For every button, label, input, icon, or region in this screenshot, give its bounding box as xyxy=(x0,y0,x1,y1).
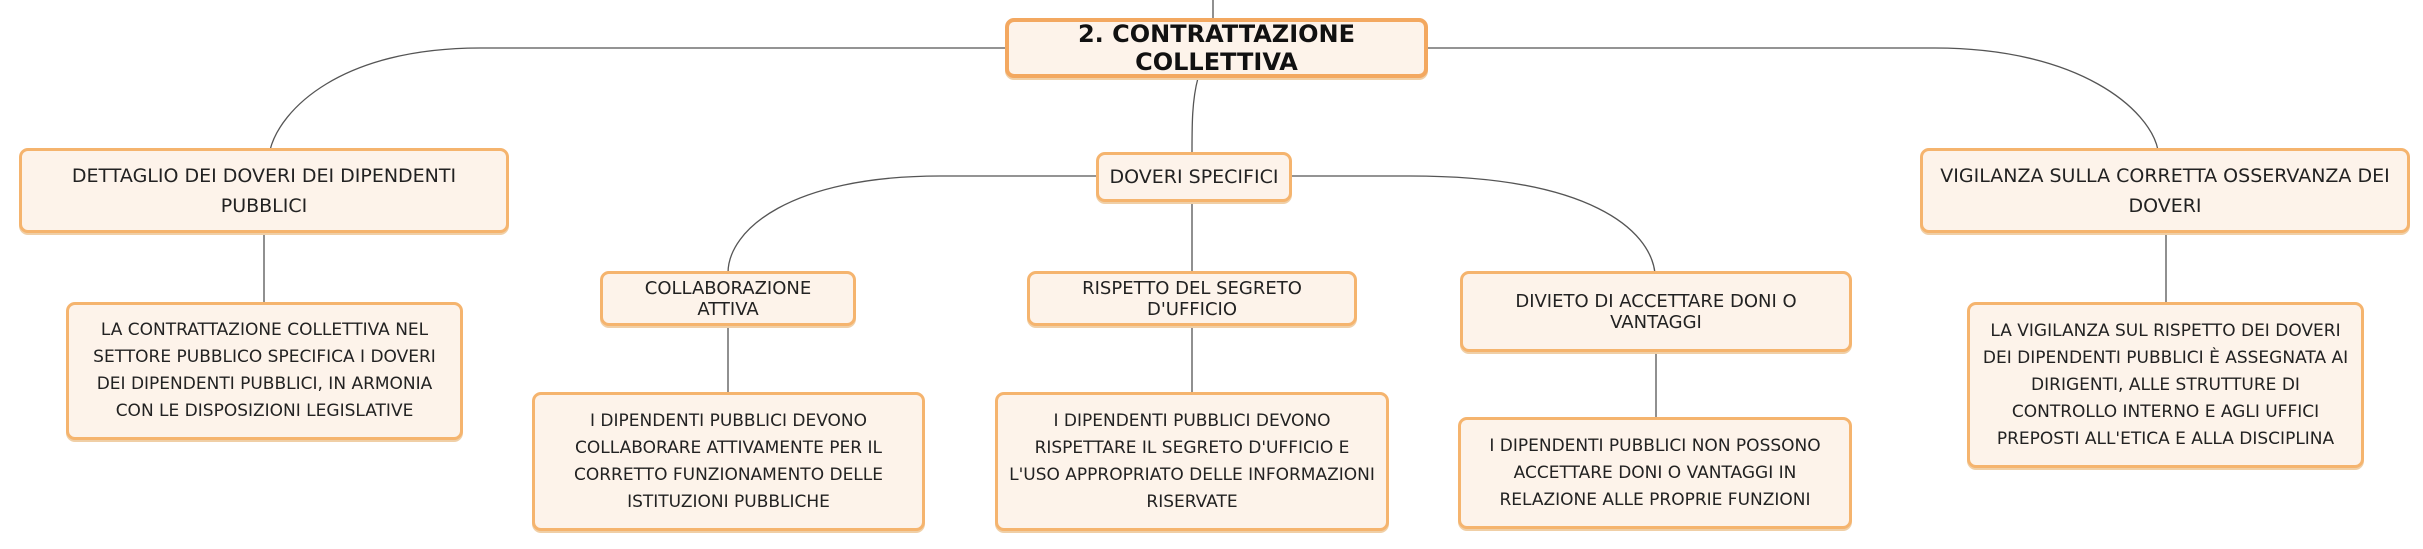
detail-collaborazione[interactable]: I DIPENDENTI PUBBLICI DEVONO COLLABORARE… xyxy=(532,392,925,531)
detail-dettaglio[interactable]: LA CONTRATTAZIONE COLLETTIVA NEL SETTORE… xyxy=(66,302,463,440)
connector-root-right xyxy=(1422,47,2159,151)
branch-vigilanza[interactable]: VIGILANZA SULLA CORRETTA OSSERVANZA DEI … xyxy=(1920,148,2410,233)
detail-vigilanza-text: LA VIGILANZA SUL RISPETTO DEI DOVERI DEI… xyxy=(1982,320,2349,449)
child-segreto-label: RISPETTO DEL SEGRETO D'UFFICIO xyxy=(1082,277,1302,320)
connector-middle-left xyxy=(727,175,1098,274)
branch-doveri-specifici-label: DOVERI SPECIFICI xyxy=(1109,166,1279,188)
child-collaborazione[interactable]: COLLABORAZIONE ATTIVA xyxy=(600,271,856,326)
detail-vigilanza[interactable]: LA VIGILANZA SUL RISPETTO DEI DOVERI DEI… xyxy=(1967,302,2364,468)
root-node[interactable]: 2. CONTRATTAZIONE COLLETTIVA xyxy=(1005,18,1428,78)
connector-root-middle xyxy=(1191,77,1199,153)
child-segreto[interactable]: RISPETTO DEL SEGRETO D'UFFICIO xyxy=(1027,271,1357,326)
child-doni[interactable]: DIVIETO DI ACCETTARE DONI O VANTAGGI xyxy=(1460,271,1852,352)
detail-segreto[interactable]: I DIPENDENTI PUBBLICI DEVONO RISPETTARE … xyxy=(995,392,1389,531)
connector-middle-right xyxy=(1290,175,1656,274)
branch-dettaglio-label: DETTAGLIO DEI DOVERI DEI DIPENDENTI PUBB… xyxy=(71,164,457,217)
detail-doni-text: I DIPENDENTI PUBBLICI NON POSSONO ACCETT… xyxy=(1489,435,1821,510)
child-doni-label: DIVIETO DI ACCETTARE DONI O VANTAGGI xyxy=(1515,290,1797,333)
detail-doni[interactable]: I DIPENDENTI PUBBLICI NON POSSONO ACCETT… xyxy=(1458,417,1852,529)
detail-dettaglio-text: LA CONTRATTAZIONE COLLETTIVA NEL SETTORE… xyxy=(93,320,436,421)
branch-doveri-specifici[interactable]: DOVERI SPECIFICI xyxy=(1096,152,1292,202)
connector-root-left xyxy=(269,47,1005,151)
root-label: 2. CONTRATTAZIONE COLLETTIVA xyxy=(1077,20,1356,76)
branch-vigilanza-label: VIGILANZA SULLA CORRETTA OSSERVANZA DEI … xyxy=(1940,164,2390,217)
child-collaborazione-label: COLLABORAZIONE ATTIVA xyxy=(644,277,812,320)
branch-dettaglio[interactable]: DETTAGLIO DEI DOVERI DEI DIPENDENTI PUBB… xyxy=(19,148,509,233)
detail-segreto-text: I DIPENDENTI PUBBLICI DEVONO RISPETTARE … xyxy=(1009,410,1375,512)
detail-collaborazione-text: I DIPENDENTI PUBBLICI DEVONO COLLABORARE… xyxy=(573,410,883,512)
